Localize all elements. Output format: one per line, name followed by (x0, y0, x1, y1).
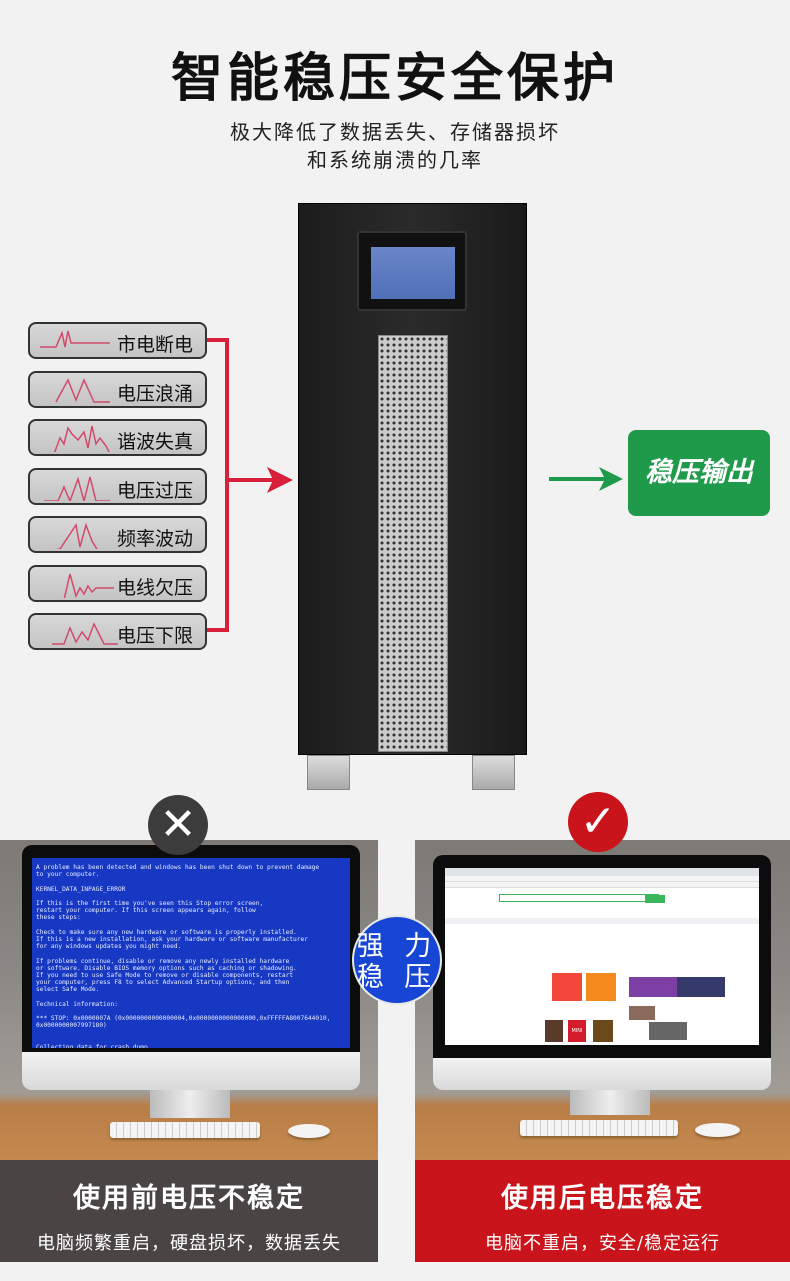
issue-overvoltage: 电压过压 (28, 468, 207, 505)
keyboard (110, 1122, 260, 1138)
stable-output-badge: 稳压输出 (628, 430, 770, 516)
waveform-icon (55, 378, 110, 403)
monitor-stand (570, 1090, 650, 1115)
mouse (695, 1123, 740, 1137)
check-icon: ✓ (568, 792, 628, 852)
waveform-icon (55, 522, 98, 549)
strong-stabilize-badge: 强 力 稳 压 (352, 915, 442, 1005)
waveform-icon (53, 425, 110, 452)
vent-grille (378, 335, 448, 752)
waveform-icon (40, 330, 110, 348)
page-title: 智能稳压安全保护 (170, 49, 619, 109)
ups-cabinet (298, 203, 527, 755)
browser-screen: MINI (445, 868, 759, 1045)
mini-product: MINI (568, 1020, 586, 1042)
before-caption: 使用前电压不稳定 电脑频繁重启，硬盘损坏，数据丢失 (0, 1160, 378, 1262)
after-panel: MINI 使用后电压稳定 电脑不重启，安全/稳定运行 (415, 840, 790, 1262)
mouse (288, 1124, 330, 1138)
issue-surge: 电压浪涌 (28, 371, 207, 408)
before-panel: A problem has been detected and windows … (0, 840, 378, 1262)
subtitle-line1: 极大降低了数据丢失、存储器损坏 (230, 120, 560, 144)
issue-undervoltage: 电线欠压 (28, 565, 207, 602)
issue-low-limit: 电压下限 (28, 613, 207, 650)
blue-screen-error: A problem has been detected and windows … (32, 858, 350, 1048)
waveform-icon (52, 622, 118, 645)
cabinet-foot (472, 755, 515, 790)
monitor-chin (22, 1052, 360, 1090)
output-arrow (549, 467, 623, 491)
monitor-chin (433, 1058, 771, 1090)
cabinet-foot (307, 755, 350, 790)
issue-power-outage: 市电断电 (28, 322, 207, 359)
lcd-display (357, 231, 467, 311)
subtitle-line2: 和系统崩溃的几率 (307, 148, 483, 172)
monitor-stand (150, 1090, 230, 1118)
waveform-icon (63, 573, 114, 598)
issue-harmonic: 谐波失真 (28, 419, 207, 456)
issue-frequency: 频率波动 (28, 516, 207, 553)
after-caption: 使用后电压稳定 电脑不重启，安全/稳定运行 (415, 1160, 790, 1262)
keyboard (520, 1120, 678, 1136)
x-icon: ✕ (148, 795, 208, 855)
input-arrow (207, 338, 293, 632)
waveform-icon (44, 476, 110, 501)
